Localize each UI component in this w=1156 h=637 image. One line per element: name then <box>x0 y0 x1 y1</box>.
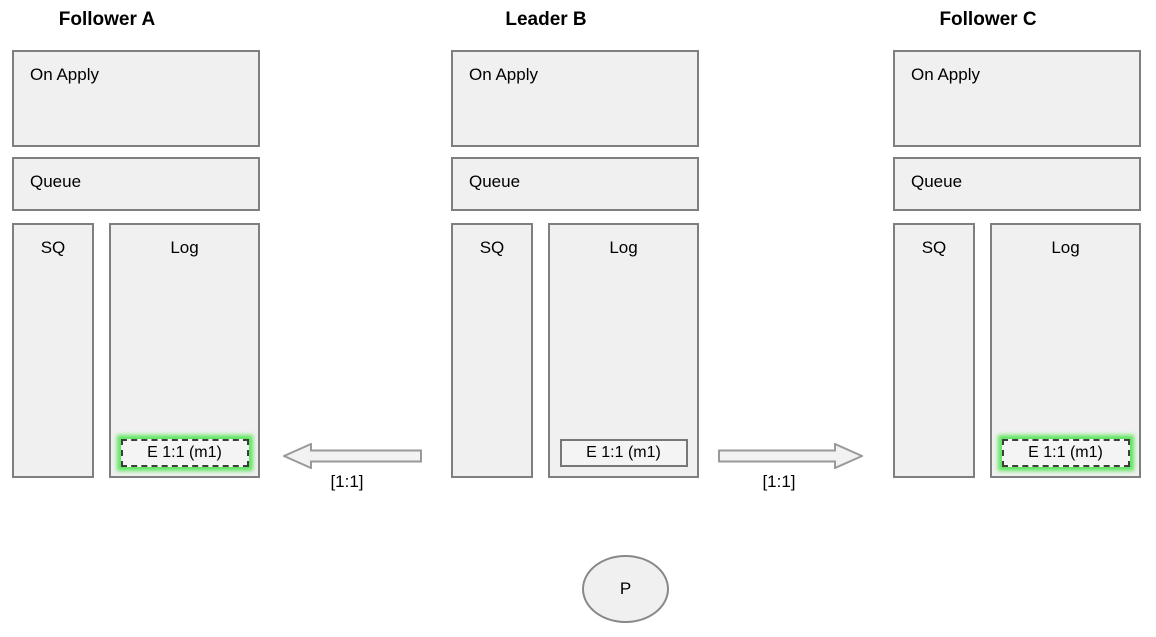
node-follower-c: Follower C On Apply Queue SQ Log E 1:1 (… <box>893 0 1141 480</box>
log-box: Log E 1:1 (m1) <box>990 223 1141 478</box>
sq-label: SQ <box>479 238 505 257</box>
replication-arrow-right-icon <box>718 443 863 469</box>
queue-box: Queue <box>451 157 699 211</box>
node-title: Leader B <box>505 9 587 30</box>
sq-label: SQ <box>40 238 66 257</box>
queue-box: Queue <box>12 157 260 211</box>
node-follower-a: Follower A On Apply Queue SQ Log E 1:1 (… <box>12 0 260 480</box>
log-box: Log E 1:1 (m1) <box>548 223 699 478</box>
replication-arrow-left-icon <box>283 443 422 469</box>
log-entry-label: E 1:1 (m1) <box>586 444 661 461</box>
node-title: Follower C <box>939 9 1037 30</box>
on-apply-box: On Apply <box>451 50 699 147</box>
log-label: Log <box>170 238 199 257</box>
process-node-label: P <box>619 579 632 598</box>
queue-box: Queue <box>893 157 1141 211</box>
log-entry-label: E 1:1 (m1) <box>1028 444 1103 461</box>
sq-label: SQ <box>921 238 947 257</box>
queue-label: Queue <box>469 172 521 191</box>
queue-label: Queue <box>911 172 963 191</box>
on-apply-box: On Apply <box>12 50 260 147</box>
log-label: Log <box>609 238 638 257</box>
on-apply-box: On Apply <box>893 50 1141 147</box>
sq-box: SQ <box>451 223 533 478</box>
replication-arrow-left-label: [1:1] <box>330 472 364 491</box>
on-apply-label: On Apply <box>30 65 99 84</box>
log-entry: E 1:1 (m1) <box>120 439 249 467</box>
process-node: P <box>582 555 669 623</box>
log-label: Log <box>1051 238 1080 257</box>
log-entry: E 1:1 (m1) <box>559 439 688 467</box>
sq-box: SQ <box>893 223 975 478</box>
node-leader-b: Leader B On Apply Queue SQ Log E 1:1 (m1… <box>451 0 699 480</box>
log-box: Log E 1:1 (m1) <box>109 223 260 478</box>
on-apply-label: On Apply <box>469 65 538 84</box>
log-entry-label: E 1:1 (m1) <box>147 444 222 461</box>
replication-arrow-right-label: [1:1] <box>762 472 796 491</box>
sq-box: SQ <box>12 223 94 478</box>
log-entry: E 1:1 (m1) <box>1001 439 1130 467</box>
node-title: Follower A <box>58 9 156 30</box>
on-apply-label: On Apply <box>911 65 980 84</box>
queue-label: Queue <box>30 172 82 191</box>
